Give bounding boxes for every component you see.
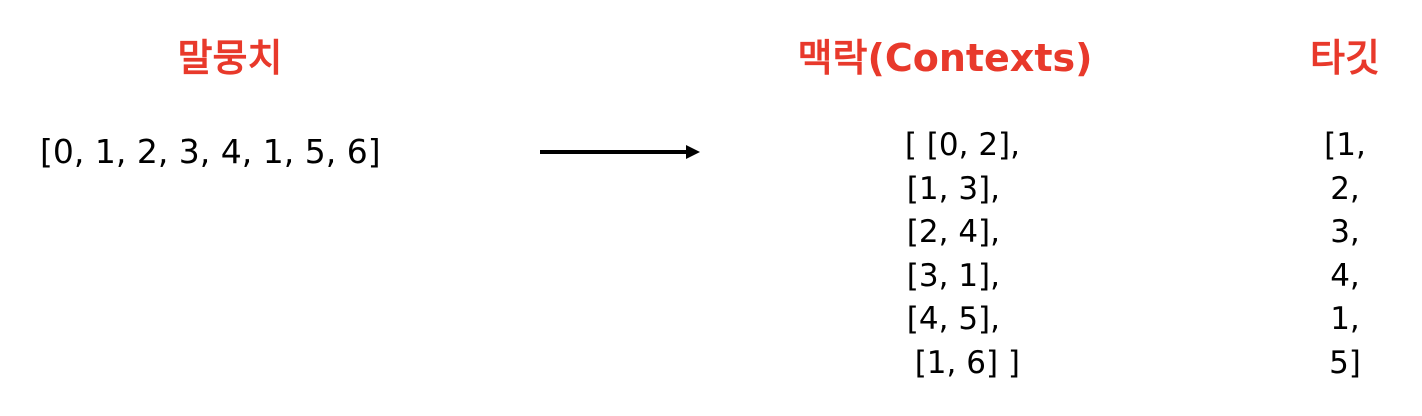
context-row: [3, 1], — [906, 257, 1000, 294]
context-row: [4, 5], — [906, 301, 1000, 337]
corpus-heading: 말뭉치 — [177, 36, 283, 80]
contexts-heading: 맥락(Contexts) — [797, 36, 1093, 80]
target-row: [1, — [1324, 127, 1366, 163]
target-row: 4, — [1330, 257, 1360, 294]
context-row: [1, 3], — [906, 170, 1000, 207]
context-row: [ [0, 2], — [904, 127, 1020, 163]
targets-list: [1, 2, 3, 4, 1, 5] — [1300, 124, 1390, 385]
target-heading: 타깃 — [1310, 36, 1380, 80]
target-row: 1, — [1330, 301, 1360, 337]
corpus-sequence: [0, 1, 2, 3, 4, 1, 5, 6] — [40, 132, 381, 171]
target-row: 5] — [1329, 344, 1361, 381]
context-row: [1, 6] ] — [914, 344, 1020, 381]
target-row: 3, — [1330, 214, 1360, 250]
contexts-list: [ [0, 2], [1, 3], [2, 4], [3, 1], [4, 5]… — [840, 124, 1020, 385]
right-arrow-icon — [540, 145, 700, 159]
context-row: [2, 4], — [906, 214, 1000, 250]
target-row: 2, — [1330, 170, 1360, 207]
